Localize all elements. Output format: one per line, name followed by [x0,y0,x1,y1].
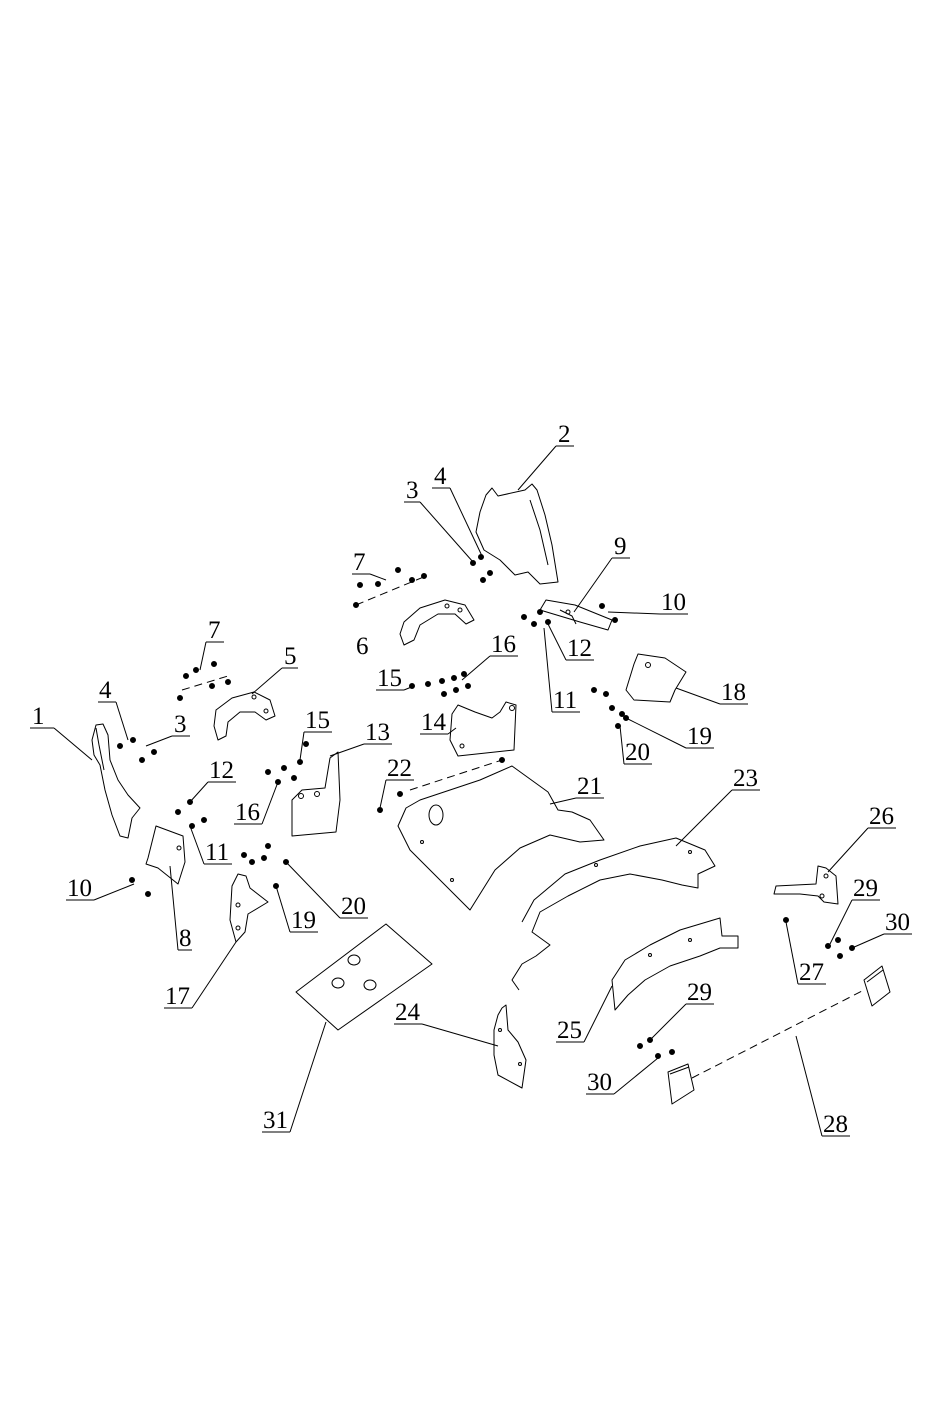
part-18-bracket [625,653,687,703]
dashed-lines [181,575,865,1079]
callout-27: 27 [799,959,824,986]
callout-24: 24 [395,999,421,1026]
callout-25: 25 [557,1017,582,1044]
callout-5: 5 [284,643,297,670]
callout-19-right: 19 [687,723,712,750]
callout-29-left: 29 [687,979,712,1006]
callout-8: 8 [179,925,192,952]
callout-6: 6 [356,633,369,660]
part-21-floor-panel [397,765,605,911]
callout-20-left: 20 [341,893,366,920]
callout-7-left: 7 [208,617,221,644]
callout-1: 1 [32,703,45,730]
part-26-bracket [773,865,839,905]
callout-2: 2 [558,421,571,448]
part-31-floor-mat [295,923,433,1031]
callout-11-center: 11 [553,687,577,714]
callout-29-right: 29 [853,875,878,902]
part-8-bracket [145,825,186,885]
part-25-long-panel [611,917,739,1011]
callout-12-left: 12 [209,757,234,784]
callout-labels: 1 2 3 4 7 9 10 6 12 16 15 7 5 4 3 11 18 … [32,421,910,1138]
part-28-mudflap-right [863,965,891,1007]
callout-15-left: 15 [305,707,330,734]
part-14-mudflap [449,701,517,757]
callout-21: 21 [577,773,602,800]
callout-30-right: 30 [885,909,910,936]
part-24-bracket [493,1004,527,1089]
callout-12-center: 12 [567,635,592,662]
callout-14: 14 [421,709,447,736]
callout-19-left: 19 [291,907,316,934]
callout-18: 18 [721,679,746,706]
callout-31: 31 [263,1107,288,1134]
callout-10-right: 10 [661,589,686,616]
fasteners [117,554,855,1059]
callout-15-center: 15 [377,665,402,692]
part-2-panel [475,483,559,585]
callout-3-left: 3 [174,711,187,738]
callout-26: 26 [869,803,894,830]
part-17-bracket [229,873,269,943]
callout-16-left: 16 [235,799,260,826]
callout-11-left: 11 [205,839,229,866]
part-5-wheel-arch [213,691,276,741]
callout-4-left: 4 [99,677,112,704]
callout-16-center: 16 [491,631,516,658]
callout-30-left: 30 [587,1069,612,1096]
callout-13: 13 [365,719,390,746]
part-28-mudflap-left [667,1063,695,1105]
callout-17: 17 [165,983,190,1010]
part-6-wheel-arch [399,599,475,646]
part-23-long-panel [511,837,716,991]
callout-7-upper: 7 [353,549,366,576]
callout-28: 28 [823,1111,848,1138]
leader-lines [30,445,912,1137]
part-13-mudflap [291,751,341,837]
callout-9: 9 [614,533,627,560]
callout-20-right: 20 [625,739,650,766]
callout-23: 23 [733,765,758,792]
callout-3-upper: 3 [406,477,419,504]
callout-10-left: 10 [67,875,92,902]
callout-22: 22 [387,755,412,782]
part-1-panel [91,723,141,839]
callout-4-upper: 4 [434,463,447,490]
